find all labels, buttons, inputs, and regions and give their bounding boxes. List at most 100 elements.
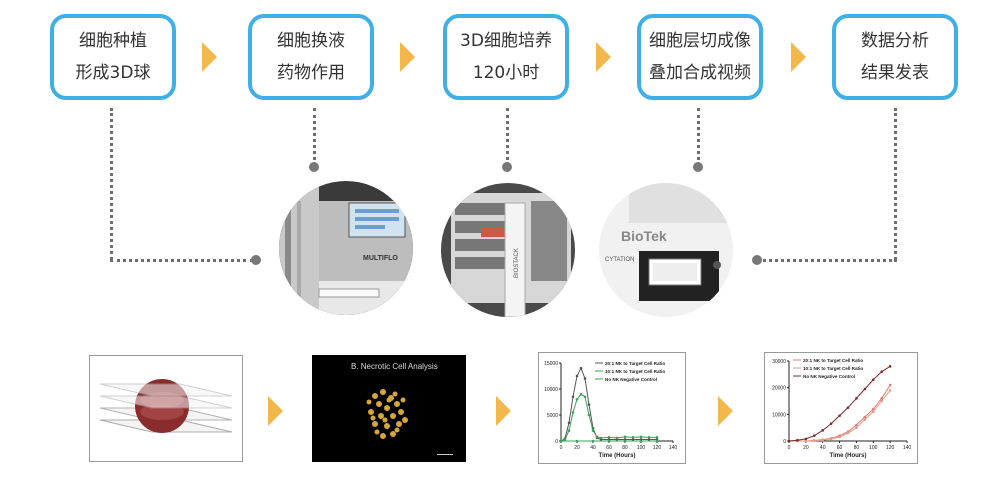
x-tick-label: 20: [803, 445, 809, 451]
data-point: [631, 438, 635, 441]
x-tick-label: 100: [637, 445, 646, 451]
y-tick-label: 0: [783, 439, 786, 445]
data-point: [571, 411, 575, 414]
data-point: [575, 439, 579, 443]
y-tick-label: 15000: [544, 361, 558, 367]
reader-photo: BioTek CYTATION: [599, 183, 733, 317]
arrow-right-icon: [718, 396, 733, 426]
data-point: [863, 387, 867, 391]
data-point: [639, 435, 643, 439]
step-imaging: 细胞层切成像 叠加合成视频: [637, 14, 763, 100]
y-tick-label: 30000: [772, 359, 786, 365]
legend-entry: 20:1 NK to Target Cell Ratio: [605, 361, 665, 366]
data-point: [623, 439, 627, 443]
series-line: [560, 393, 657, 442]
step-line1: 细胞层切成像: [649, 31, 751, 51]
arrow-right-icon: [596, 42, 611, 72]
data-point: [655, 436, 659, 439]
x-tick-label: 120: [653, 445, 662, 451]
data-point: [579, 366, 583, 370]
data-point: [838, 435, 841, 439]
data-point: [880, 370, 884, 373]
y-tick-label: 10000: [544, 387, 558, 393]
connector-dot: [693, 162, 703, 172]
step-line1: 数据分析: [861, 31, 929, 51]
arrow-right-icon: [202, 42, 217, 72]
dispenser-photo: MULTIFLO: [279, 181, 413, 315]
data-point: [567, 429, 571, 432]
connector-dot: [251, 255, 261, 265]
data-point: [863, 418, 867, 421]
data-point: [880, 397, 884, 400]
data-point: [880, 399, 884, 403]
data-point: [846, 406, 850, 409]
legend-entry: No NK Negative Control: [803, 374, 855, 379]
data-point: [821, 429, 825, 432]
series-line: [789, 384, 891, 442]
step-line2: 叠加合成视频: [649, 63, 751, 83]
connector-line: [110, 108, 113, 260]
dispenser-brand-label: MULTIFLO: [363, 255, 398, 262]
y-tick-label: 10000: [772, 412, 786, 418]
data-point: [787, 439, 791, 443]
x-tick-label: 140: [903, 445, 912, 451]
x-tick-label: 20: [574, 445, 580, 451]
step-line2: 药物作用: [277, 63, 345, 83]
spheroid-slices-image: [89, 355, 243, 462]
data-point: [579, 392, 583, 396]
data-point: [563, 438, 567, 441]
data-point: [575, 398, 579, 401]
x-tick-label: 40: [590, 445, 596, 451]
step-media-change: 细胞换液 药物作用: [248, 14, 374, 100]
connector-line: [506, 108, 509, 160]
y-tick-label: 0: [555, 439, 558, 445]
x-tick-label: 80: [622, 445, 628, 451]
connector-line: [758, 259, 897, 262]
legend-entry: 10:1 NK to Target Cell Ratio: [605, 369, 665, 374]
data-point: [888, 389, 892, 392]
legend-entry: 10:1 NK to Target Cell Ratio: [803, 366, 863, 371]
x-axis-label: Time (Hours): [599, 453, 636, 459]
x-tick-label: 100: [869, 445, 878, 451]
legend-entry: No NK Negative Control: [605, 377, 657, 382]
x-tick-label: 40: [820, 445, 826, 451]
data-point: [567, 421, 571, 425]
x-tick-label: 80: [854, 445, 860, 451]
data-point: [838, 414, 841, 417]
step-line1: 细胞换液: [277, 31, 345, 51]
y-tick-label: 20000: [772, 386, 786, 392]
data-point: [587, 413, 591, 417]
arrow-right-icon: [268, 396, 283, 426]
data-point: [855, 423, 858, 427]
data-point: [599, 436, 603, 440]
data-point: [595, 435, 599, 439]
x-axis-label: Time (Hours): [830, 453, 867, 459]
arrow-right-icon: [400, 42, 415, 72]
data-point: [647, 438, 651, 441]
connector-dot: [309, 162, 319, 172]
necrotic-title: B. Necrotic Cell Analysis: [351, 362, 438, 371]
data-point: [559, 439, 563, 443]
x-tick-label: 60: [837, 445, 843, 451]
step-line1: 3D细胞培养: [460, 31, 552, 51]
data-point: [855, 397, 858, 400]
connector-line: [110, 259, 253, 262]
data-point: [821, 438, 825, 442]
data-point: [591, 429, 595, 432]
x-tick-label: 0: [560, 445, 563, 451]
data-point: [639, 439, 643, 443]
y-tick-label: 5000: [547, 413, 558, 419]
x-tick-label: 120: [886, 445, 895, 451]
arrow-right-icon: [496, 396, 511, 426]
stacker-brand-label: BIOSTACK: [514, 248, 520, 278]
step-line1: 细胞种植: [79, 31, 147, 51]
x-tick-label: 140: [669, 445, 678, 451]
reader-model-label: CYTATION: [605, 257, 634, 263]
necrotic-analysis-image: B. Necrotic Cell Analysis: [312, 355, 466, 462]
data-point: [607, 439, 611, 443]
data-point: [812, 434, 816, 437]
data-point: [571, 395, 575, 399]
step-line2: 120小时: [472, 63, 540, 83]
